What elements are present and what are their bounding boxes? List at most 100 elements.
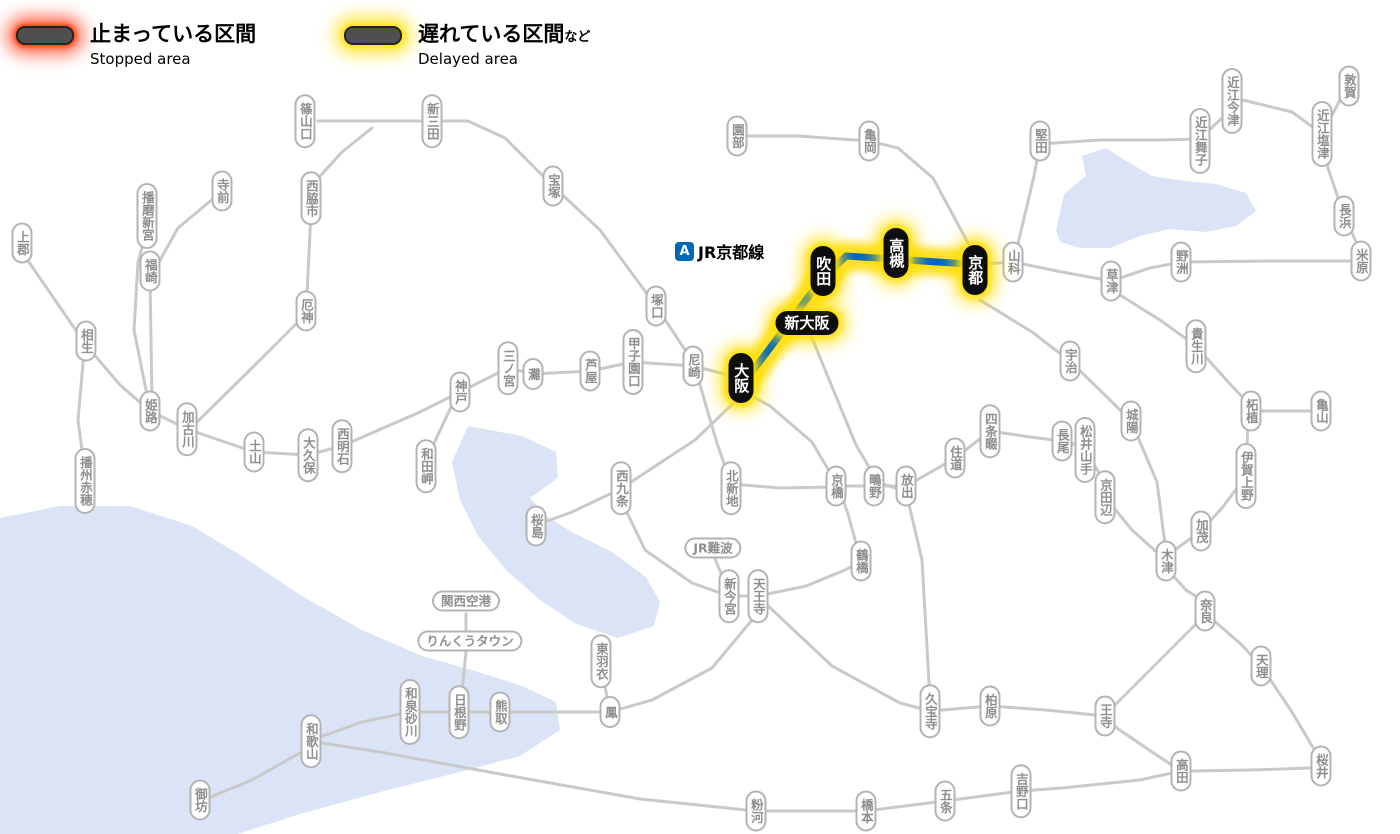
rail-line <box>194 210 313 425</box>
station-tsukaguchi: 塚口 <box>645 285 667 327</box>
station-yoshinoguchi: 吉野口 <box>1010 764 1032 818</box>
station-sannomiya: 三ノ宮 <box>497 341 519 395</box>
rail-line <box>320 722 1183 813</box>
station-harima-shingu: 播磨新宮 <box>136 183 158 249</box>
station-kameyama: 亀山 <box>1310 390 1332 432</box>
station-kyotanabe: 京田辺 <box>1094 470 1116 524</box>
station-gobo: 御坊 <box>189 779 211 821</box>
station-yasu: 野洲 <box>1170 241 1192 283</box>
station-hashimoto: 橋本 <box>855 790 877 832</box>
station-oji: 王寺 <box>1094 695 1116 737</box>
station-kibukawa: 貴生川 <box>1185 319 1207 373</box>
station-yamashina: 山科 <box>1002 241 1024 283</box>
rail-line <box>148 196 216 402</box>
station-sasayamaguchi: 篠山口 <box>294 94 316 148</box>
water-area <box>452 426 660 638</box>
station-kameoka: 亀岡 <box>858 120 880 162</box>
legend-delayed-suffix: など <box>564 30 591 45</box>
rail-line <box>1110 618 1202 710</box>
station-matsui-yamate: 松井山手 <box>1074 417 1096 483</box>
station-kokawa: 粉河 <box>745 790 767 832</box>
station-tenri: 天理 <box>1250 645 1272 687</box>
station-kakogawa: 加古川 <box>176 402 198 456</box>
rail-line <box>318 606 764 739</box>
station-kitashinchi: 北新地 <box>720 461 742 515</box>
station-okubo: 大久保 <box>297 428 319 482</box>
line-badge-label: JR京都線 <box>698 243 765 262</box>
rail-line <box>309 126 374 188</box>
station-yakujin: 厄神 <box>295 290 317 332</box>
station-tsuruga: 敦賀 <box>1338 65 1360 107</box>
station-tsuruhashi: 鶴橋 <box>850 540 872 582</box>
station-teramae: 寺前 <box>211 170 233 212</box>
legend-delayed-sublabel: Delayed area <box>418 50 518 68</box>
station-higashi-hagoromo: 東羽衣 <box>590 634 612 688</box>
station-kyobashi: 京橋 <box>825 465 847 507</box>
station-ashiya: 芦屋 <box>579 350 601 392</box>
station-kusatsu: 草津 <box>1100 260 1122 302</box>
station-wakayama: 和歌山 <box>300 714 322 768</box>
station-omi-maiko: 近江舞子 <box>1189 108 1211 174</box>
station-izumi-sunagawa: 和泉砂川 <box>399 679 421 745</box>
station-shin-osaka: 新大阪 <box>775 311 839 335</box>
station-kamigori: 上郡 <box>11 222 33 264</box>
legend-delayed-label: 遅れている区間など <box>418 22 591 46</box>
station-iga-ueno: 伊賀上野 <box>1235 443 1257 509</box>
station-kobe: 神戸 <box>449 371 471 413</box>
station-tennoji: 天王寺 <box>747 569 769 623</box>
station-nada: 灘 <box>522 358 544 390</box>
station-shigino: 鴫野 <box>863 465 885 507</box>
station-hineno: 日根野 <box>448 685 470 739</box>
station-sonobe: 園部 <box>726 115 748 157</box>
station-uji: 宇治 <box>1059 340 1081 382</box>
water-area <box>0 506 560 834</box>
station-kyoto: 京都 <box>962 245 988 295</box>
station-fukusaki: 福崎 <box>139 250 161 292</box>
stopped-area-swatch <box>16 26 74 45</box>
station-osaka: 大阪 <box>728 353 754 403</box>
station-katata: 堅田 <box>1029 120 1051 162</box>
station-shijonawate: 四条畷 <box>979 404 1001 458</box>
station-nishiwakishi: 西脇市 <box>300 171 322 225</box>
station-tsuge: 柘植 <box>1240 390 1262 432</box>
station-shin-sanda: 新三田 <box>421 94 443 148</box>
station-kyuhoji: 久宝寺 <box>919 684 941 738</box>
station-kamo: 加茂 <box>1190 510 1212 552</box>
rail-line <box>746 134 970 245</box>
station-shin-imamiya: 新今宮 <box>718 569 740 623</box>
station-amagasaki: 尼崎 <box>682 345 704 387</box>
station-sakurai: 桜井 <box>1310 745 1332 787</box>
station-himeji: 姫路 <box>139 390 161 432</box>
rail-line <box>978 298 1168 554</box>
station-wadamisaki: 和田岬 <box>415 439 437 493</box>
station-omi-shiotsu: 近江塩津 <box>1311 101 1333 167</box>
station-otori: 鳳 <box>599 696 621 728</box>
station-gojo: 五条 <box>934 780 956 822</box>
station-suita: 吹田 <box>810 246 836 296</box>
line-symbol-a-icon: A <box>675 241 694 261</box>
jr-kyoto-line-badge: A JR京都線 <box>672 238 768 264</box>
station-banshu-ako: 播州赤穂 <box>74 448 96 514</box>
station-nishi-akashi: 西明石 <box>331 419 353 473</box>
station-sakurajima: 桜島 <box>525 505 547 547</box>
station-aioi: 相生 <box>75 320 97 362</box>
rail-line <box>810 336 932 702</box>
legend-stopped: 止まっている区間 Stopped area <box>16 18 256 68</box>
station-kashiwara: 柏原 <box>979 685 1001 727</box>
rail-line <box>1190 766 1314 773</box>
legend-stopped-sublabel: Stopped area <box>90 50 191 68</box>
station-nara: 奈良 <box>1194 590 1216 632</box>
station-jr-namba: JR難波 <box>684 537 742 559</box>
station-kansai-airport: 関西空港 <box>431 590 501 612</box>
station-suminodo: 住道 <box>944 437 966 479</box>
station-takatsuki: 高槻 <box>883 228 909 278</box>
station-koshienguchi: 甲子園口 <box>622 329 644 395</box>
station-nishikujo: 西九条 <box>610 461 632 515</box>
delayed-area-swatch <box>344 26 402 45</box>
legend-stopped-label: 止まっている区間 <box>90 22 257 46</box>
station-joyo: 城陽 <box>1120 400 1142 442</box>
station-hanaten: 放出 <box>895 465 917 507</box>
station-maibara: 米原 <box>1350 240 1372 282</box>
